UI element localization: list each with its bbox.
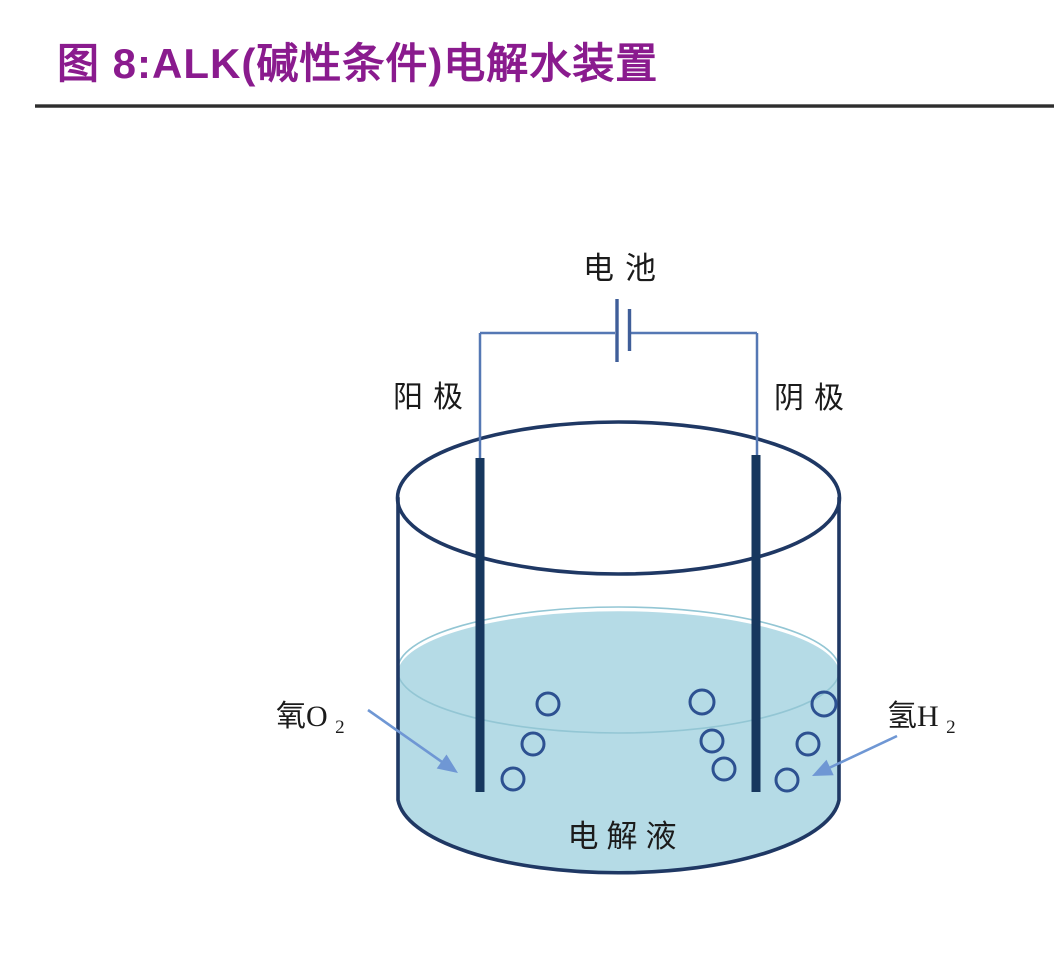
cathode-electrode xyxy=(751,455,761,792)
pointer-arrows xyxy=(367,708,898,769)
title-underline xyxy=(35,104,1054,108)
bubble xyxy=(500,766,526,792)
beaker-outline xyxy=(395,420,842,875)
oxygen-arrow-head xyxy=(436,754,458,773)
battery-label: 电池 xyxy=(583,251,667,286)
hydrogen-arrow-head xyxy=(812,759,834,776)
bubble xyxy=(688,688,716,716)
bubble xyxy=(520,731,546,757)
electrodes xyxy=(475,455,761,792)
oxygen-label-main: 氧O xyxy=(276,700,328,733)
oxygen-label-sub: 2 xyxy=(335,717,345,738)
anode-electrode xyxy=(475,458,485,792)
anode-label: 阳极 xyxy=(393,381,473,414)
circuit-wires xyxy=(478,331,759,460)
oxygen-arrow-line xyxy=(367,708,443,764)
hydrogen-label: 氢H 2 xyxy=(887,700,956,738)
gas-bubbles xyxy=(500,688,838,793)
bubble xyxy=(535,691,561,717)
electrolyte-liquid xyxy=(398,611,839,873)
bubble xyxy=(774,767,800,793)
electrolyte-label: 电解液 xyxy=(568,819,685,854)
cathode-label: 阴极 xyxy=(774,382,854,415)
bubble xyxy=(711,756,737,782)
beaker-top-ellipse xyxy=(395,420,842,576)
beaker-body-outline xyxy=(396,496,841,875)
oxygen-label: 氧O 2 xyxy=(276,700,345,738)
bubble xyxy=(810,690,838,718)
bubble xyxy=(795,731,821,757)
battery-symbol xyxy=(615,299,632,362)
hydrogen-label-sub: 2 xyxy=(946,717,956,738)
page-title: 图 8:ALK(碱性条件)电解水装置 xyxy=(57,40,659,87)
hydrogen-label-main: 氢H xyxy=(887,700,939,733)
bubble xyxy=(699,728,725,754)
hydrogen-arrow-line xyxy=(829,734,898,769)
